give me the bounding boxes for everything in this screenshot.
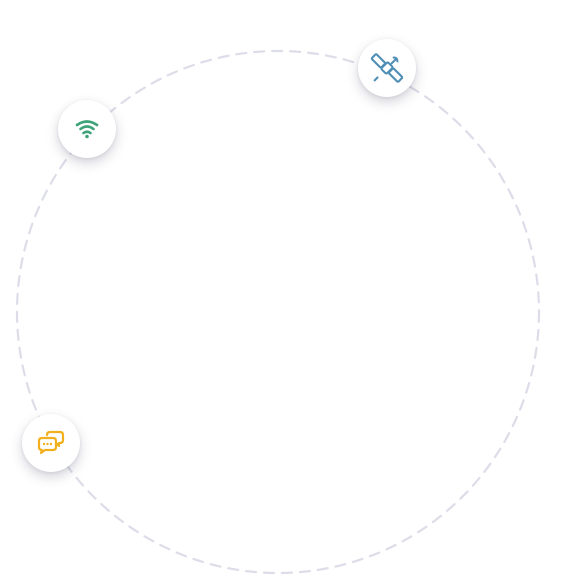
wifi-icon: [75, 120, 99, 139]
orbit-circle: [15, 49, 541, 575]
satellite-icon: [370, 53, 404, 83]
wifi-node[interactable]: [58, 100, 116, 158]
satellite-node[interactable]: [358, 39, 416, 97]
chat-bubbles-icon: [37, 430, 65, 455]
chat-node[interactable]: [22, 414, 80, 472]
